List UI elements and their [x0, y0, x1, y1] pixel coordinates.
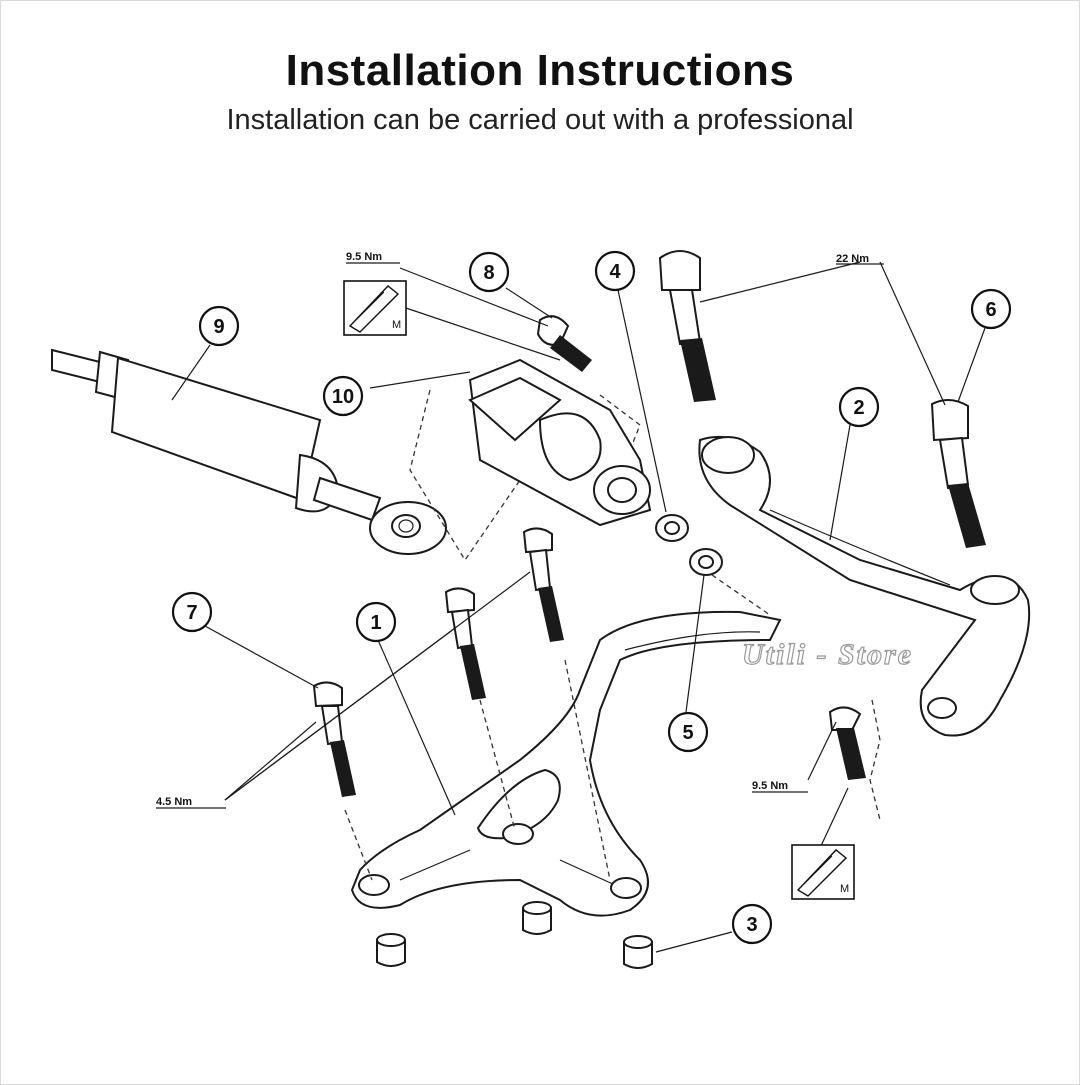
svg-text:1: 1 — [370, 612, 381, 634]
svg-text:9: 9 — [213, 316, 224, 338]
washer-part-4 — [655, 514, 689, 542]
callout-8: 8 — [468, 251, 510, 293]
callout-3: 3 — [731, 903, 773, 945]
page-subtitle: Installation can be carried out with a p… — [226, 104, 854, 136]
torque-tool-label: M — [392, 319, 401, 331]
bolt-part-8 — [536, 315, 592, 372]
torque-wrench-icon: M — [791, 844, 855, 900]
svg-text:8: 8 — [483, 262, 494, 284]
bolt-part-bottom — [828, 699, 881, 821]
callout-4: 4 — [594, 250, 636, 292]
svg-text:3: 3 — [746, 914, 757, 936]
store-watermark: Utili - Store — [742, 638, 913, 671]
clamp-bracket-part — [409, 358, 652, 562]
svg-text:4: 4 — [609, 261, 621, 283]
long-bolt-part — [658, 250, 716, 402]
callout-7: 7 — [171, 591, 213, 633]
leader-lines — [156, 261, 986, 953]
svg-text:6: 6 — [985, 299, 996, 321]
torque-wrench-icon: M — [343, 280, 407, 336]
washer-part-5 — [689, 548, 723, 576]
callout-10: 10 — [322, 375, 364, 417]
main-bracket-part — [344, 574, 782, 917]
callout-1: 1 — [355, 601, 397, 643]
torque-label-2-6: 22 Nm — [836, 253, 869, 265]
steering-damper-part — [51, 348, 447, 555]
mounting-arm-part — [698, 435, 1031, 737]
svg-text:7: 7 — [186, 602, 197, 624]
bolt-part-1b — [522, 527, 564, 642]
torque-label-bottom: 9.5 Nm — [752, 780, 788, 792]
torque-label-8: 9.5 Nm — [346, 251, 382, 263]
svg-text:5: 5 — [682, 722, 693, 744]
callout-5: 5 — [667, 711, 709, 753]
torque-label-7: 4.5 Nm — [156, 796, 192, 808]
bolt-part-1a — [444, 587, 486, 700]
callout-6: 6 — [970, 288, 1012, 330]
svg-text:10: 10 — [332, 386, 354, 408]
bolt-part-7 — [312, 681, 356, 797]
svg-text:2: 2 — [853, 397, 864, 419]
spacer-part — [376, 901, 653, 969]
callout-2: 2 — [838, 386, 880, 428]
bolt-part-6 — [930, 399, 986, 548]
torque-tool-label: M — [840, 883, 849, 895]
callout-9: 9 — [198, 305, 240, 347]
page-title: Installation Instructions — [285, 46, 795, 95]
